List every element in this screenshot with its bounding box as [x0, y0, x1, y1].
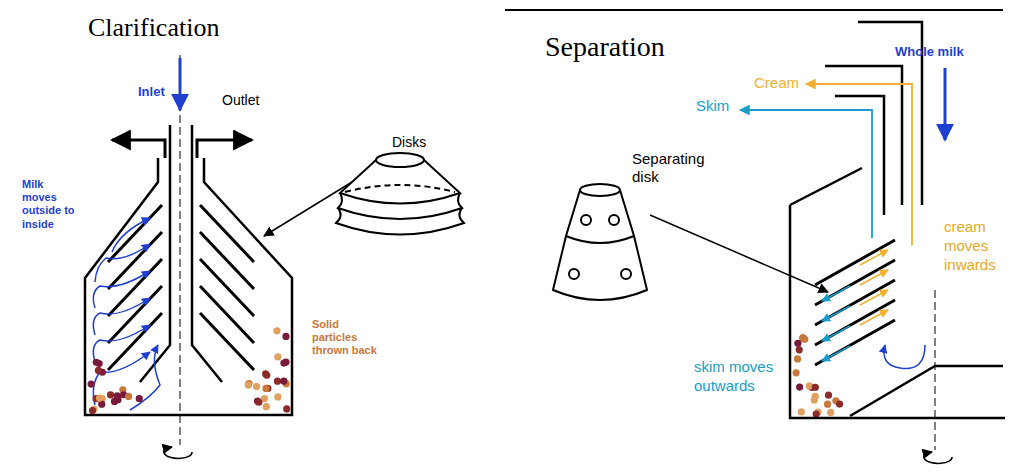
particle	[245, 382, 252, 389]
particle	[125, 393, 132, 400]
label-anchor: Solid particles thrown back	[312, 318, 378, 358]
separating-disk-illustration	[553, 184, 828, 300]
particle	[136, 395, 143, 402]
leader-arrow	[264, 182, 352, 236]
particle	[263, 403, 270, 410]
particle	[801, 336, 808, 343]
particle	[812, 384, 819, 391]
rotation-symbol	[924, 452, 952, 463]
particle	[794, 340, 801, 347]
outlet-label: Cream	[754, 74, 799, 92]
label-anchor: cream moves inwards	[944, 218, 1016, 274]
flow-note: Solid particles thrown back	[312, 318, 378, 358]
particle	[274, 393, 281, 400]
tube-wall	[192, 125, 222, 382]
particle	[825, 392, 832, 399]
particle	[798, 408, 805, 415]
particle	[796, 383, 803, 390]
particle	[107, 391, 114, 398]
particle	[255, 399, 262, 406]
particle	[811, 396, 818, 403]
cream-flow	[806, 84, 912, 245]
particle	[273, 327, 280, 334]
label-anchor: Skim	[696, 97, 729, 115]
leader-arrow	[650, 215, 828, 292]
particle	[282, 358, 289, 365]
axis-line	[935, 290, 936, 450]
axis-line	[180, 55, 181, 445]
bowl-outline	[85, 158, 292, 415]
label-anchor: Whole milk	[895, 44, 964, 60]
skim-arrows	[822, 286, 850, 361]
particle	[95, 367, 102, 374]
housing-outline	[790, 168, 862, 205]
inlet-label: Inlet	[138, 84, 165, 100]
label-anchor: Separation	[545, 30, 665, 64]
part-label: Separating disk	[632, 150, 714, 186]
label-anchor: Clarification	[88, 12, 219, 43]
diagram-title: Separation	[545, 30, 665, 64]
divider-line	[505, 9, 1003, 11]
cream-arrows	[860, 250, 888, 325]
particle	[283, 405, 290, 412]
clarifier	[85, 55, 292, 458]
particle	[114, 392, 121, 399]
particle	[796, 346, 803, 353]
tube-wall	[140, 125, 170, 382]
particle	[96, 394, 103, 401]
inlet-label: Whole milk	[895, 44, 964, 60]
particle	[827, 409, 834, 416]
label-anchor: Separating disk	[632, 150, 714, 186]
disk-stack	[108, 205, 254, 370]
outlet-pipe	[825, 66, 902, 205]
diagram-title: Clarification	[88, 12, 219, 43]
label-anchor: Inlet	[138, 84, 165, 100]
particle	[88, 380, 95, 387]
solid-particles	[88, 327, 844, 417]
particle	[813, 410, 820, 417]
particle	[263, 372, 270, 379]
milk-flow-arrow	[884, 345, 925, 369]
outlet-label: Outlet	[222, 92, 259, 109]
particle	[282, 333, 289, 340]
particle	[262, 385, 269, 392]
particle	[93, 359, 100, 366]
particle	[253, 383, 260, 390]
label-anchor: skim moves outwards	[694, 358, 780, 396]
particle	[836, 400, 843, 407]
label-anchor: Outlet	[222, 92, 259, 109]
particle	[274, 353, 281, 360]
outlet-label: Skim	[696, 97, 729, 115]
flow-note: cream moves inwards	[944, 218, 1016, 274]
flow-note: skim moves outwards	[694, 358, 780, 396]
housing-outline	[850, 366, 1003, 416]
part-label: Disks	[392, 134, 426, 151]
particle	[824, 401, 831, 408]
outlet-pipe	[835, 96, 884, 215]
skim-flow	[740, 110, 872, 238]
label-anchor: Milk moves outside to inside	[22, 178, 78, 231]
particle	[274, 378, 281, 385]
disk-stack	[815, 240, 895, 365]
flow-note: Milk moves outside to inside	[22, 178, 78, 231]
particle	[794, 355, 801, 362]
particle	[89, 407, 96, 414]
outlet-arrow	[197, 140, 252, 158]
label-anchor: Disks	[392, 134, 426, 151]
disks-illustration	[264, 153, 464, 236]
inlet-arrow	[944, 68, 947, 140]
inlet-arrow	[179, 58, 182, 110]
outlet-arrow	[112, 140, 165, 158]
label-anchor: Cream	[754, 74, 799, 92]
particle	[806, 382, 813, 389]
rotation-symbol	[164, 447, 192, 458]
particle	[280, 378, 287, 385]
milk-flow-arrows	[93, 218, 160, 410]
particle	[793, 369, 800, 376]
